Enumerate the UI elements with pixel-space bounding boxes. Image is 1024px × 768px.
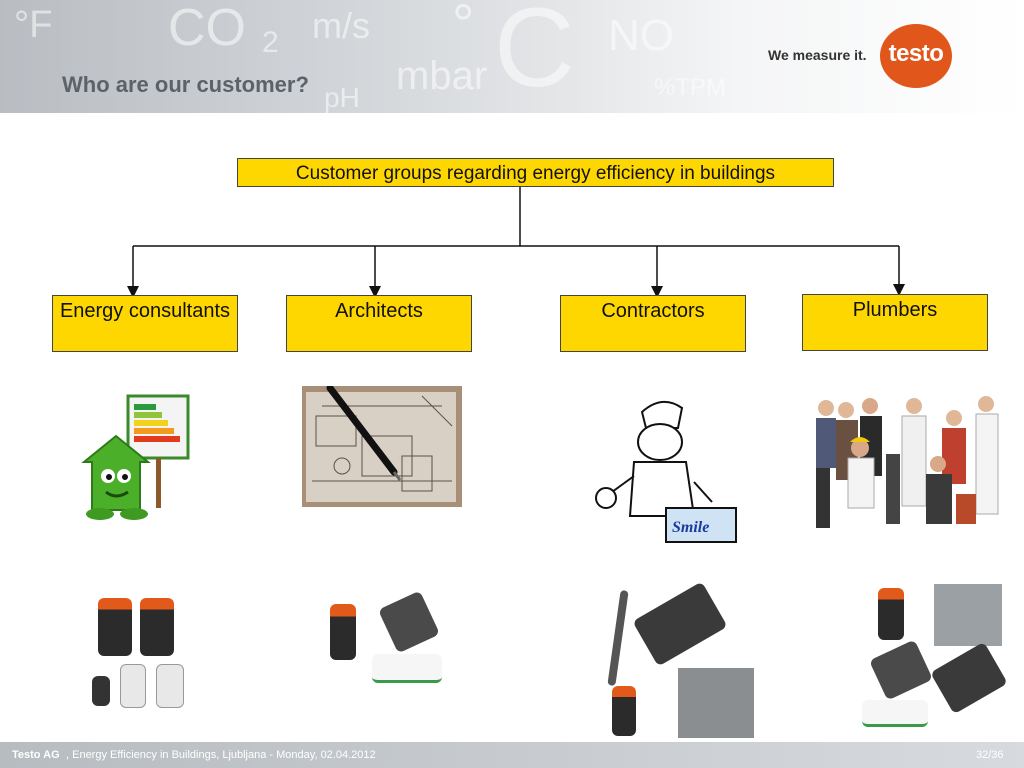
watermark-ms: m/s [312, 5, 370, 46]
architect-plan-photo [302, 386, 462, 507]
thermal-camera-image [878, 588, 904, 640]
heating-pipe-photo [678, 668, 754, 738]
watermark-degree: ° [452, 0, 475, 55]
data-logger-image [120, 664, 146, 708]
watermark-tpm: %TPM [654, 74, 726, 101]
smile-logo-graphic: Smile [672, 519, 709, 536]
plumbers-group-photo [786, 394, 1018, 544]
footer-text: , Energy Efficiency in Buildings, Ljublj… [66, 749, 376, 761]
watermark-fahrenheit: °F [14, 4, 53, 46]
footer-bar [0, 742, 1024, 768]
watermark-co: CO [168, 0, 246, 57]
node-energy-consultants: Energy consultants [52, 295, 238, 352]
watermark-mbar: mbar [396, 54, 488, 98]
footer-company: Testo AG [12, 749, 60, 761]
watermark-ph: pH [324, 82, 360, 113]
logo-text: testo [888, 40, 944, 67]
probe-cable-image [372, 654, 442, 683]
page-number: 32/36 [976, 749, 1004, 761]
node-architects: Architects [286, 295, 472, 352]
energy-house-mascot-image [81, 394, 190, 520]
testo-logo: testo [880, 24, 952, 88]
slogan: We measure it. [768, 47, 867, 63]
watermark-celsius: C [494, 0, 575, 110]
thermal-camera-image [612, 686, 636, 736]
page-title: Who are our customer? [62, 72, 309, 97]
node-contractors: Contractors [560, 295, 746, 352]
watermark-no: NO [608, 11, 674, 60]
data-logger-image [92, 676, 110, 706]
header-banner: °F CO 2 m/s ° C NO mbar pH %TPM Who are … [0, 0, 1024, 113]
thermal-camera-image [98, 598, 132, 656]
root-node: Customer groups regarding energy efficie… [237, 158, 834, 187]
probe-cable-image [862, 700, 928, 727]
thermal-camera-image [140, 598, 174, 656]
node-plumbers: Plumbers [802, 294, 988, 351]
watermark-subscript-2: 2 [262, 26, 279, 59]
thermal-camera-image [330, 604, 356, 660]
data-logger-image [156, 664, 184, 708]
contractor-cartoon-image: Smile [595, 401, 737, 543]
heating-pipe-photo [934, 584, 1002, 646]
